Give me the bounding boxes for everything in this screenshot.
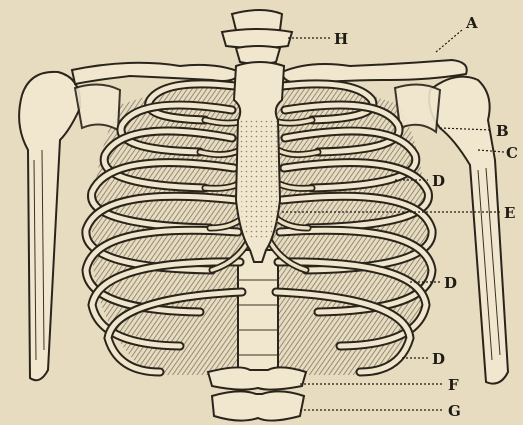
label-d-lower: D xyxy=(432,350,445,368)
label-g: G xyxy=(448,402,461,420)
label-c: C xyxy=(506,144,518,162)
label-b: B xyxy=(496,122,509,140)
label-d-upper: D xyxy=(432,172,445,190)
sternum-texture xyxy=(240,120,278,240)
label-h: H xyxy=(334,30,348,48)
label-f: F xyxy=(448,376,459,394)
label-a: A xyxy=(465,14,478,32)
left-scapula xyxy=(75,84,120,130)
label-e: E xyxy=(504,204,515,222)
left-humerus xyxy=(19,72,80,380)
label-d-middle: D xyxy=(444,274,457,292)
